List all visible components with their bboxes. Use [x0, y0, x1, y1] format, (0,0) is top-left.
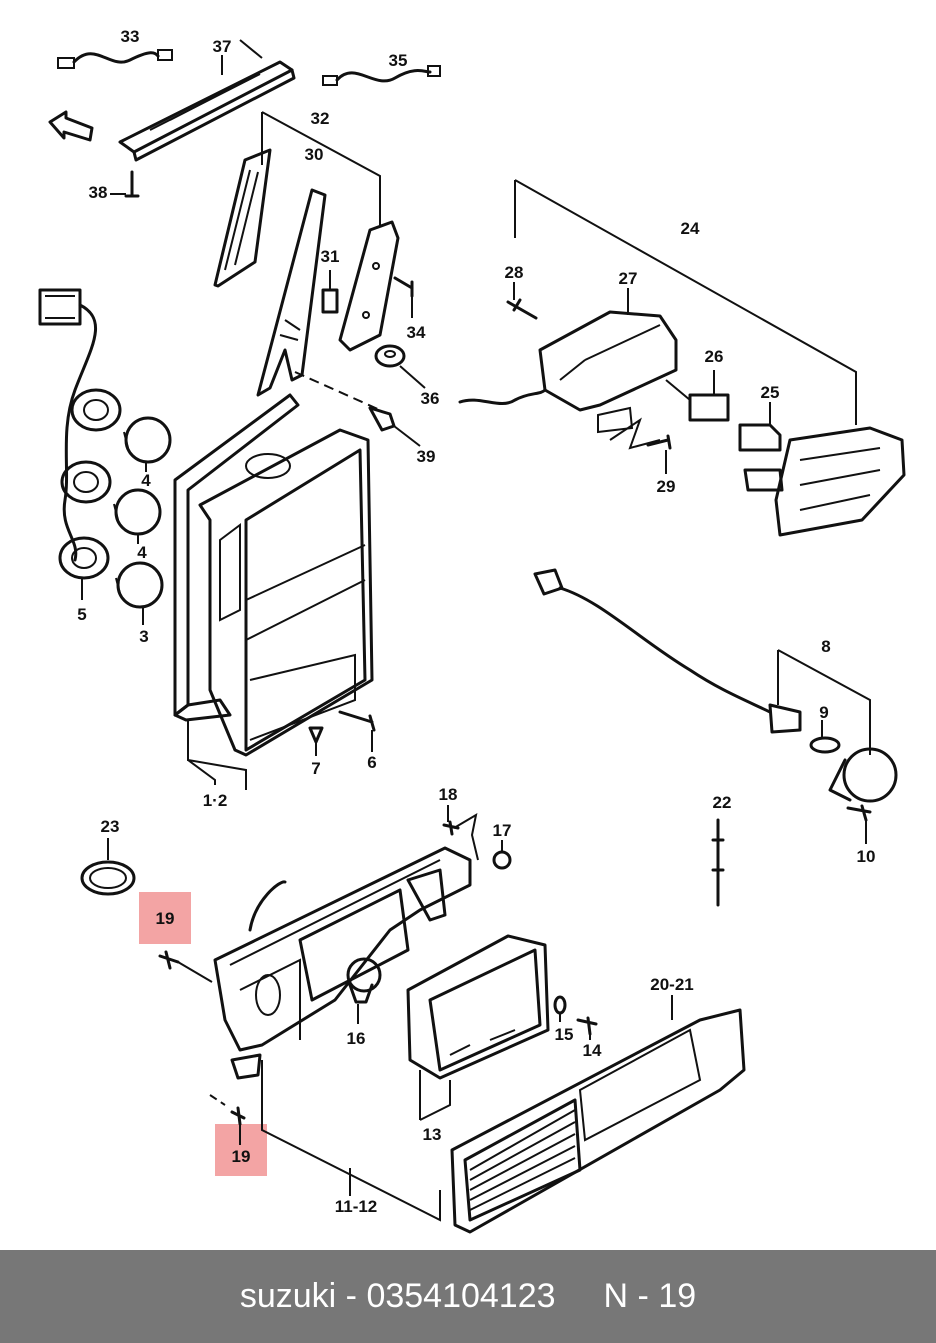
- callout-33: 33: [121, 27, 140, 46]
- side-marker-lamp-8: [533, 568, 898, 844]
- callout-32: 32: [311, 109, 330, 128]
- callout-30: 30: [305, 145, 324, 164]
- callout-4-lower: 4: [137, 543, 147, 562]
- callout-38: 38: [89, 183, 108, 202]
- callout-19-lower: 19: [232, 1147, 251, 1166]
- garnish-20-21: [450, 995, 746, 1234]
- socket-31: [321, 270, 339, 314]
- callout-11-12: 11-12: [335, 1197, 378, 1216]
- screw-19-lower: [230, 1106, 246, 1145]
- nut-17: [492, 840, 512, 870]
- grommet-15: [553, 995, 567, 1022]
- wire-33: [57, 49, 173, 69]
- highlight-box-19-upper: [139, 892, 191, 944]
- callout-7: 7: [311, 759, 320, 778]
- fasteners-6-7: [308, 710, 376, 756]
- clip-22: [711, 818, 725, 907]
- lens-13: [406, 934, 550, 1121]
- callout-13: 13: [423, 1125, 442, 1144]
- socket-harness-5: [38, 288, 122, 600]
- callout-39: 39: [417, 447, 436, 466]
- callout-15: 15: [555, 1025, 574, 1044]
- side-lamp-assembly-24: [458, 179, 906, 537]
- front-arrow-icon: [48, 110, 94, 142]
- license-lamp-bracket-11-12: [209, 846, 472, 1222]
- callout-17: 17: [493, 821, 512, 840]
- callout-25: 25: [761, 383, 780, 402]
- parts-diagram: 33 37 35 38 32 30 31 34 36 39 28 27 24 2…: [38, 27, 906, 1234]
- callout-22: 22: [713, 793, 732, 812]
- page-reference-label: N - 19: [603, 1277, 697, 1315]
- callout-5: 5: [77, 605, 86, 624]
- callout-8: 8: [821, 637, 830, 656]
- nut-36: [374, 344, 426, 389]
- callout-29: 29: [657, 477, 676, 496]
- bracket-group-32: [213, 111, 400, 397]
- grommet-23: [80, 838, 136, 896]
- callout-27: 27: [619, 269, 638, 288]
- screw-14: [576, 1016, 598, 1040]
- rear-combination-lamp-1-2: [173, 393, 374, 790]
- bulbs-3-4: [113, 416, 172, 625]
- footer-bar: suzuki - 0354104123 N - 19: [0, 1250, 936, 1343]
- screw-34: [393, 276, 414, 318]
- callout-3: 3: [139, 627, 148, 646]
- callout-24: 24: [681, 219, 700, 238]
- callout-6: 6: [367, 753, 376, 772]
- high-mount-lamp-37: [118, 39, 296, 162]
- callout-9: 9: [819, 703, 828, 722]
- exploded-view: 33 37 35 38 32 30 31 34 36 39 28 27 24 2…: [38, 27, 906, 1234]
- part-number-label: suzuki - 0354104123: [239, 1277, 556, 1315]
- callout-23: 23: [101, 817, 120, 836]
- callout-1-2: 1·2: [203, 791, 228, 810]
- fastener-39: [294, 371, 421, 447]
- screw-19-upper: [158, 950, 213, 983]
- callout-34: 34: [407, 323, 426, 342]
- callout-31: 31: [321, 247, 340, 266]
- callout-19-upper: 19: [156, 909, 175, 928]
- callout-16: 16: [347, 1029, 366, 1048]
- callout-35: 35: [389, 51, 408, 70]
- callout-10: 10: [857, 847, 876, 866]
- callout-18: 18: [439, 785, 458, 804]
- callout-26: 26: [705, 347, 724, 366]
- wire-35: [322, 65, 441, 86]
- callout-36: 36: [421, 389, 440, 408]
- callout-37: 37: [213, 37, 232, 56]
- callout-28: 28: [505, 263, 524, 282]
- screw-18: [442, 805, 479, 861]
- callout-4-upper: 4: [141, 471, 151, 490]
- callout-14: 14: [583, 1041, 602, 1060]
- callout-20-21: 20-21: [650, 975, 693, 994]
- screw-38: [110, 170, 140, 198]
- bulb-16: [346, 957, 382, 1024]
